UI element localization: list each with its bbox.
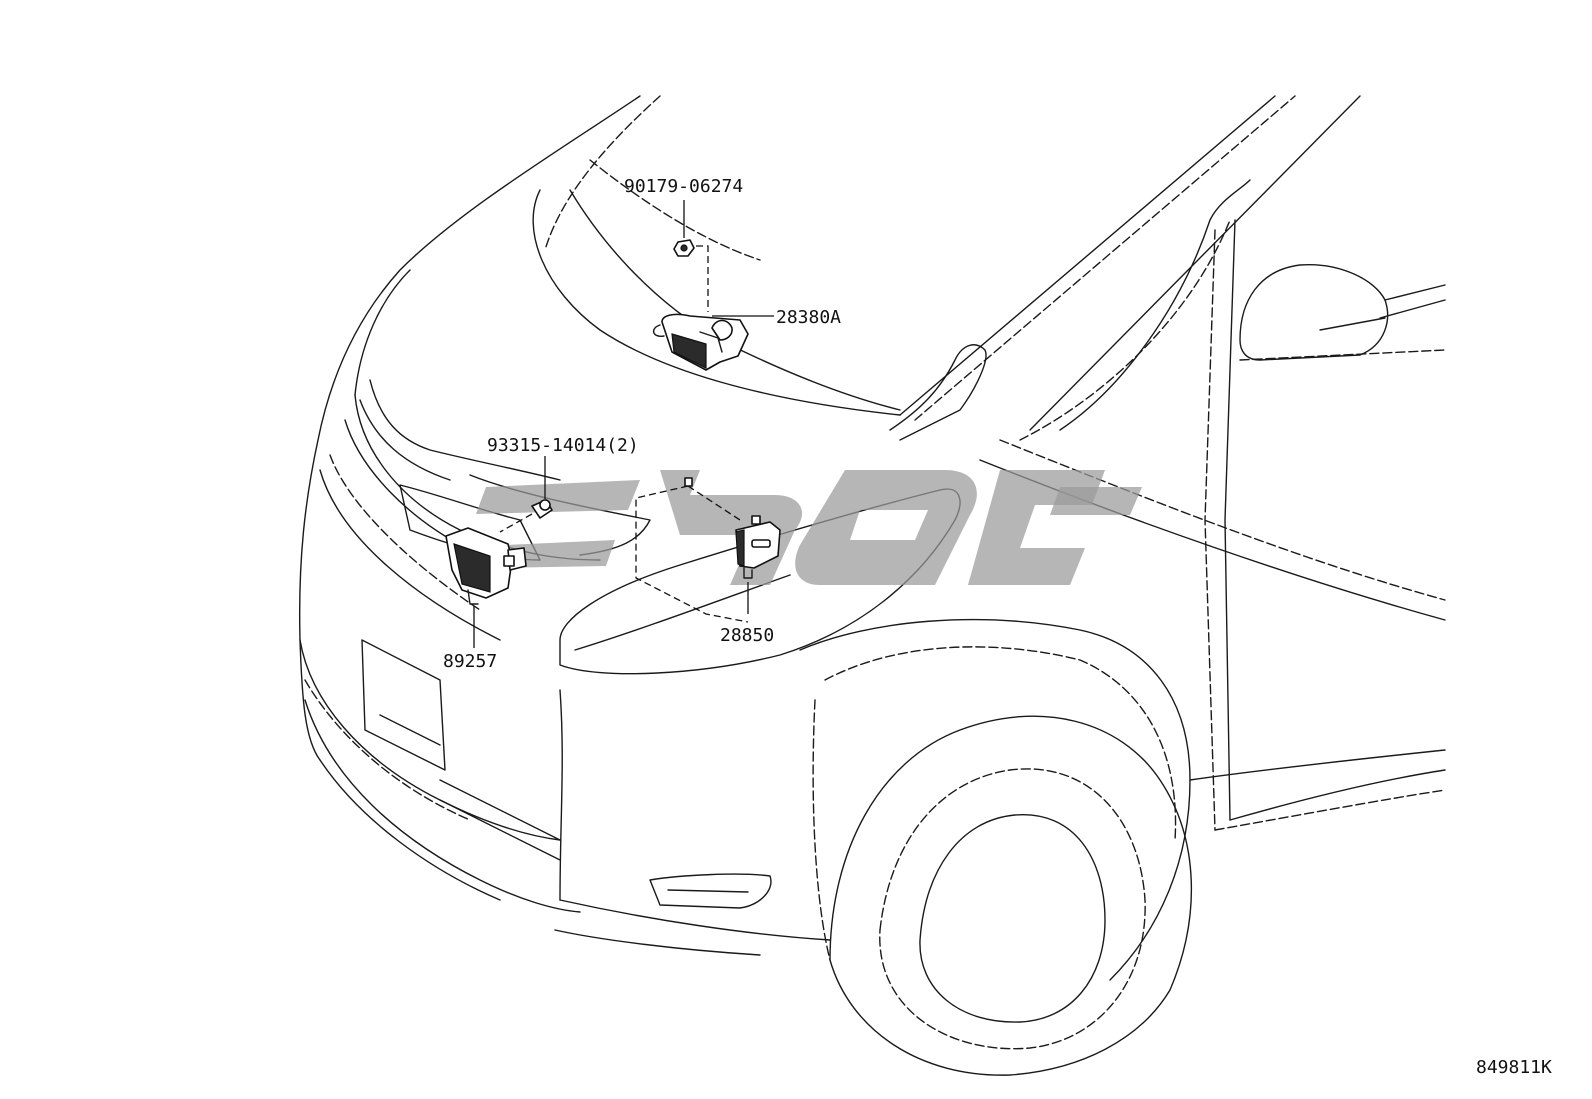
leader-horn-lower-box xyxy=(635,485,749,623)
bolt-part xyxy=(531,499,553,519)
horn-lower-part xyxy=(735,515,781,579)
leader-bolt-dashed xyxy=(499,513,533,533)
clip-part xyxy=(684,477,693,487)
watermark-logo xyxy=(476,470,1142,585)
callout-sensor: 89257 xyxy=(443,651,497,672)
callout-horn-upper: 28380A xyxy=(776,307,841,328)
figure-code: 849811K xyxy=(1476,1057,1552,1078)
callout-bolt: 93315-14014(2) xyxy=(487,435,639,456)
nut-part xyxy=(673,239,695,257)
leader-nut-dashed xyxy=(696,245,709,312)
sensor-part xyxy=(445,527,527,605)
horn-upper-part xyxy=(653,313,749,371)
callout-nut: 90179-06274 xyxy=(624,176,743,197)
callout-horn-lower: 28850 xyxy=(720,625,774,646)
